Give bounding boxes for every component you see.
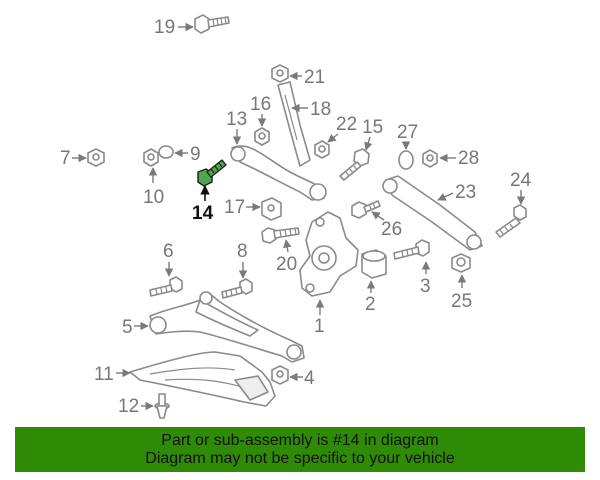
leader-20 xyxy=(283,239,292,253)
part-7-nut[interactable] xyxy=(87,148,105,167)
part-9-ring[interactable] xyxy=(158,145,174,159)
callout-25: 25 xyxy=(451,291,472,312)
callout-9: 9 xyxy=(190,144,201,165)
callout-7: 7 xyxy=(60,148,71,169)
callout-18: 18 xyxy=(310,99,331,120)
callout-15: 15 xyxy=(362,117,383,138)
callout-5: 5 xyxy=(122,317,133,338)
part-22-nut[interactable] xyxy=(314,140,330,159)
part-20-bolt[interactable] xyxy=(261,227,300,244)
callout-26: 26 xyxy=(381,219,402,240)
leader-23 xyxy=(437,192,454,201)
callout-8: 8 xyxy=(237,241,248,262)
leader-26 xyxy=(371,211,385,221)
part-21-nut[interactable] xyxy=(271,64,289,83)
part-2-bushing[interactable] xyxy=(361,249,387,279)
part-25-nut[interactable] xyxy=(451,253,471,273)
callout-16: 16 xyxy=(250,94,271,115)
callout-24: 24 xyxy=(510,170,532,191)
part-18-toe-link[interactable] xyxy=(277,81,311,167)
part-23-lower-link[interactable] xyxy=(382,175,483,251)
part-5-lower-control-arm[interactable] xyxy=(149,291,305,363)
callout-27: 27 xyxy=(397,122,418,143)
callout-6: 6 xyxy=(163,241,174,262)
callout-17: 17 xyxy=(224,197,245,218)
part-19-bolt[interactable] xyxy=(194,14,230,34)
part-28-nut[interactable] xyxy=(422,149,438,168)
part-13-upper-control-arm[interactable] xyxy=(230,145,327,201)
part-1-knuckle[interactable] xyxy=(299,211,359,297)
part-26-bolt[interactable] xyxy=(351,200,381,219)
callout-19: 19 xyxy=(154,17,175,38)
part-3-bolt[interactable] xyxy=(393,239,430,260)
part-14-bolt-highlighted[interactable] xyxy=(197,159,227,187)
leader-15 xyxy=(364,136,373,151)
part-6-bolt[interactable] xyxy=(149,276,183,297)
callout-10: 10 xyxy=(143,187,164,208)
callout-3: 3 xyxy=(420,276,431,297)
callout-20: 20 xyxy=(276,254,297,275)
callout-14-highlighted: 14 xyxy=(192,203,214,224)
callout-22: 22 xyxy=(336,114,357,135)
callout-4: 4 xyxy=(304,368,315,389)
part-24-bolt[interactable] xyxy=(495,204,527,238)
leader-22 xyxy=(327,133,339,143)
part-8-bolt[interactable] xyxy=(221,278,253,299)
info-banner: Part or sub-assembly is #14 in diagram D… xyxy=(15,427,585,472)
part-17-bracket[interactable] xyxy=(261,197,282,221)
callout-28: 28 xyxy=(458,148,479,169)
callout-21: 21 xyxy=(304,67,325,88)
part-16-nut[interactable] xyxy=(254,127,270,146)
callout-13: 13 xyxy=(226,109,247,130)
part-27-ring[interactable] xyxy=(398,150,414,170)
part-11-shield[interactable] xyxy=(129,351,276,407)
callout-11: 11 xyxy=(94,364,114,385)
part-15-bolt[interactable] xyxy=(339,148,370,181)
part-10-nut[interactable] xyxy=(143,148,159,167)
part-12-clip[interactable] xyxy=(154,393,170,419)
callout-2: 2 xyxy=(365,294,376,315)
banner-line-2: Diagram may not be specific to your vehi… xyxy=(145,450,455,467)
callout-1: 1 xyxy=(314,316,325,337)
callout-12: 12 xyxy=(118,396,139,417)
callout-23: 23 xyxy=(455,182,476,203)
banner-line-1: Part or sub-assembly is #14 in diagram xyxy=(161,432,439,449)
part-4-nut[interactable] xyxy=(271,365,289,385)
